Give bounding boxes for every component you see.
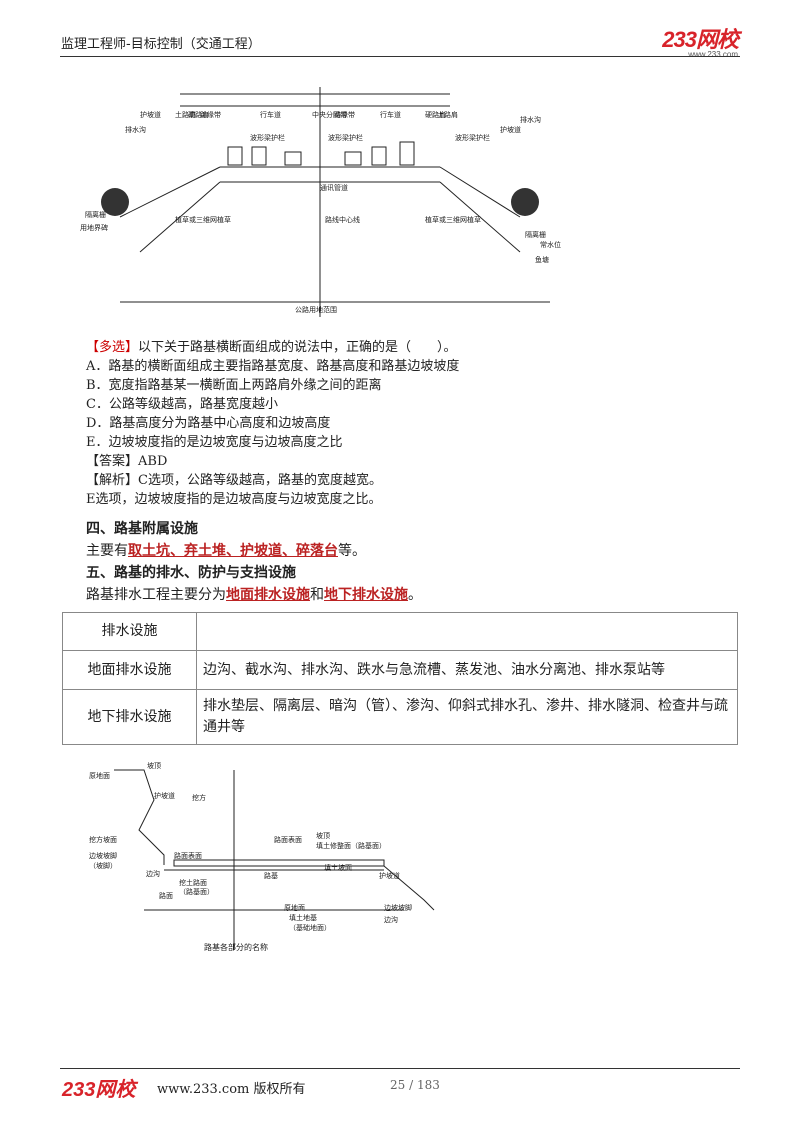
figure-label: 硬路肩 xyxy=(188,110,209,119)
table-cell: 边沟、截水沟、排水沟、跌水与急流槽、蒸发池、油水分离池、排水泵站等 xyxy=(196,650,738,690)
option-a: A．路基的横断面组成主要指路基宽度、路基高度和路基边坡坡度 xyxy=(86,359,460,374)
figure-label: 原地面 xyxy=(284,903,305,912)
figure-label: 原地面 xyxy=(89,771,110,780)
figure-label: 路线中心线 xyxy=(325,215,360,224)
figure-label: 土路肩 xyxy=(437,110,458,119)
figure-label: （坡脚） xyxy=(89,861,117,870)
analysis-line-1: 【解析】C选项，公路等级越高，路基的宽度越宽。 xyxy=(86,473,382,488)
figure-label: 挖方 xyxy=(192,793,206,802)
footer-logo: 233网校 xyxy=(62,1079,136,1101)
table-header-cell xyxy=(196,612,738,651)
section-5-text: 路基排水工程主要分为地面排水设施和地下排水设施。 xyxy=(86,587,422,603)
figure-label: 路缘带 xyxy=(200,110,221,119)
figure-label: 隔离栅 xyxy=(525,230,546,239)
figure-label: 用地界碑 xyxy=(80,223,108,232)
footer-rule xyxy=(60,1068,740,1069)
figure-label: 波形梁护栏 xyxy=(455,133,490,142)
figure-label: 填土修整面（路基面） xyxy=(316,841,386,850)
table-cell: 排水垫层、隔离层、暗沟（管）、渗沟、仰斜式排水孔、渗井、排水隧洞、检查井与疏通井… xyxy=(196,689,738,745)
option-b: B．宽度指路基某一横断面上两路肩外缘之间的距离 xyxy=(86,378,382,393)
option-c: C．公路等级越高，路基宽度越小 xyxy=(86,397,278,412)
figure-label: 中央分隔带 xyxy=(312,110,347,119)
figure-label: 边坡坡脚 xyxy=(384,903,412,912)
table-row: 地面排水设施 边沟、截水沟、排水沟、跌水与急流槽、蒸发池、油水分离池、排水泵站等 xyxy=(62,650,738,690)
figure-label: 波形梁护栏 xyxy=(328,133,363,142)
figure-label: 护坡道 xyxy=(140,110,161,119)
figure-label: 鱼塘 xyxy=(535,255,549,264)
figure-label: 排水沟 xyxy=(520,115,541,124)
table-header-cell: 排水设施 xyxy=(62,612,197,651)
figure-label: 通讯管道 xyxy=(320,183,348,192)
brand-logo: 233网校 www.233.com xyxy=(662,27,739,59)
figure-label: 硬路肩 xyxy=(425,110,446,119)
figure-label: 填土坡面 xyxy=(324,863,352,872)
figure-label: 路面 xyxy=(159,891,173,900)
figure-label: 植草或三维网植草 xyxy=(425,215,481,224)
table-cell: 地面排水设施 xyxy=(62,650,197,690)
figure-caption: 路基各部分的名称 xyxy=(204,942,268,952)
figure-label: 边沟 xyxy=(384,915,398,924)
figure-label: 挖方坡面 xyxy=(89,835,117,844)
figure-label: 排水沟 xyxy=(125,125,146,134)
figure-label: 护坡道 xyxy=(379,871,400,880)
figure-label: 路缘带 xyxy=(334,110,355,119)
figure-label: 填土地基 xyxy=(289,913,317,922)
figure-label: 常水位 xyxy=(540,240,561,249)
table-header-row: 排水设施 xyxy=(62,612,738,651)
section-5-heading: 五、路基的排水、防护与支挡设施 xyxy=(86,565,296,581)
page-header-title: 监理工程师-目标控制（交通工程） xyxy=(61,37,261,52)
page-number: 25 / 183 xyxy=(390,1078,440,1092)
question-stem: 【多选】以下关于路基横断面组成的说法中，正确的是（ ）。 xyxy=(86,340,457,355)
figure-label: （基础地面） xyxy=(289,923,331,932)
figure-label: 路基 xyxy=(264,871,278,880)
drainage-table: 排水设施 地面排水设施 边沟、截水沟、排水沟、跌水与急流槽、蒸发池、油水分离池、… xyxy=(62,612,738,745)
figure-label: 边坡坡脚 xyxy=(89,851,117,860)
road-cross-section-figure: 护坡道排水沟土路肩硬路肩路缘带行车道中央分隔带路缘带行车道硬路肩土路肩护坡道排水… xyxy=(80,87,561,317)
figure-label: 波形梁护栏 xyxy=(250,133,285,142)
footer-copyright: www.233.com 版权所有 xyxy=(157,1082,306,1097)
figure-label: 植草或三维网植草 xyxy=(175,215,231,224)
section-4-text: 主要有取土坑、弃土堆、护坡道、碎落台等。 xyxy=(86,543,366,559)
option-e: E．边坡坡度指的是边坡宽度与边坡高度之比 xyxy=(86,435,343,450)
analysis-line-2: E选项，边坡坡度指的是边坡高度与边坡宽度之比。 xyxy=(86,492,382,507)
figure-label: 挖土路面 xyxy=(179,878,207,887)
header-rule xyxy=(60,56,740,57)
option-d: D．路基高度分为路基中心高度和边坡高度 xyxy=(86,416,331,431)
table-row: 地下排水设施 排水垫层、隔离层、暗沟（管）、渗沟、仰斜式排水孔、渗井、排水隧洞、… xyxy=(62,689,738,745)
answer: 【答案】ABD xyxy=(86,454,168,469)
figure-label: 土路肩 xyxy=(175,110,196,119)
figure-label: 路面表面 xyxy=(274,835,302,844)
figure-label: （路基面） xyxy=(179,887,214,896)
figure-label: 行车道 xyxy=(260,110,281,119)
figure-label: 隔离栅 xyxy=(85,210,106,219)
figure-label: 公路用地范围 xyxy=(295,305,337,314)
figure-label: 护坡道 xyxy=(500,125,521,134)
figure-label: 坡顶 xyxy=(147,761,161,770)
section-4-heading: 四、路基附属设施 xyxy=(86,521,198,537)
figure-label: 行车道 xyxy=(380,110,401,119)
figure-label: 护坡道 xyxy=(154,791,175,800)
figure-label: 路面表面 xyxy=(174,851,202,860)
figure-label: 边沟 xyxy=(146,869,160,878)
table-cell: 地下排水设施 xyxy=(62,689,197,745)
figure-label: 坡顶 xyxy=(316,831,330,840)
subgrade-parts-figure: 路基各部分的名称 坡顶原地面护坡道挖方挖方坡面路面表面边坡坡脚（坡脚）边沟路面挖… xyxy=(89,761,435,952)
